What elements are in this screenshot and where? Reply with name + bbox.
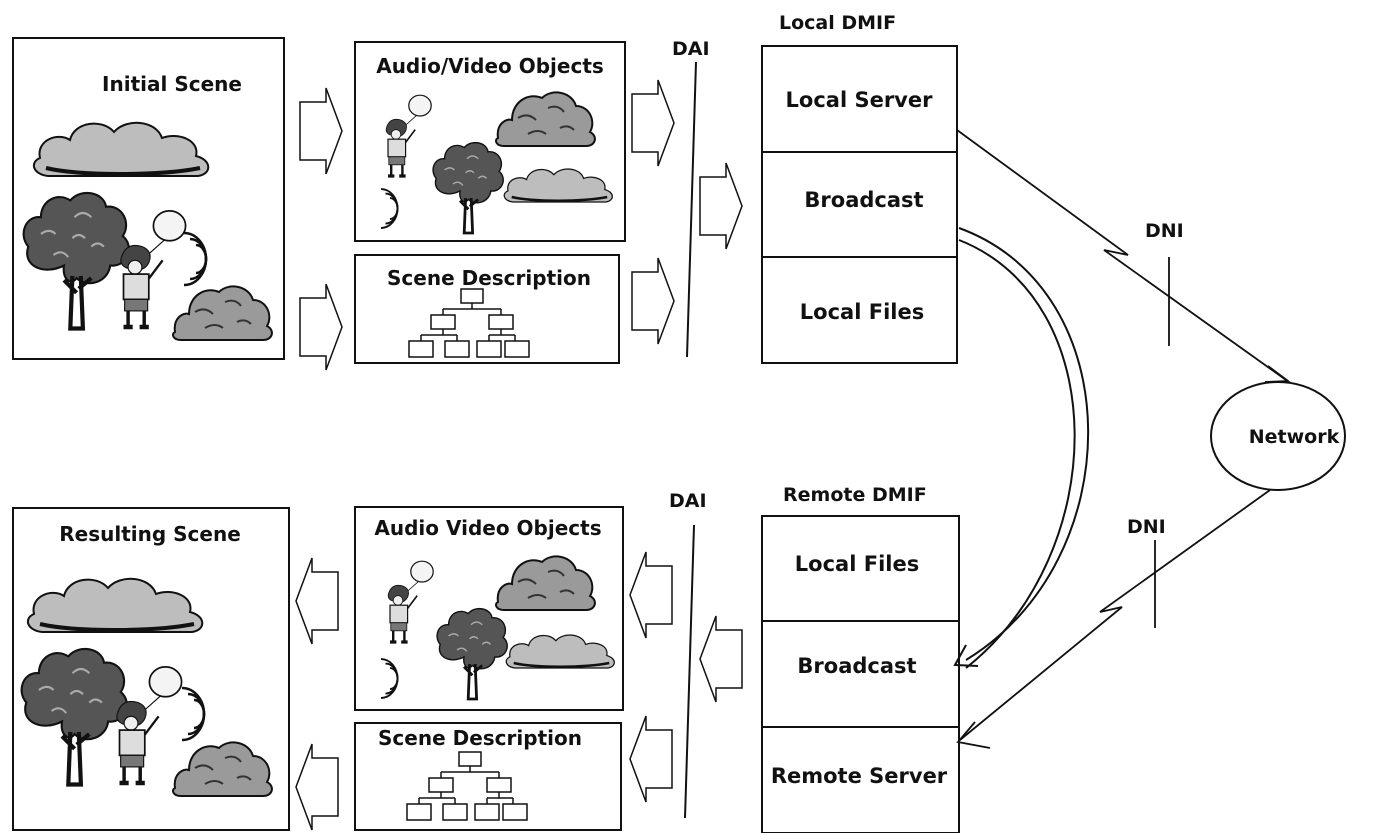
network-link-upper [956, 129, 1287, 381]
dni-label-lower: DNI [1127, 516, 1166, 538]
av-objects-title: Audio/Video Objects [376, 54, 604, 78]
broadcast-link [958, 227, 1090, 661]
scene-description-title: Scene Description [378, 726, 582, 750]
arrow-left [295, 557, 339, 645]
arrow-right [631, 79, 675, 167]
arrow-right [299, 283, 343, 371]
remote-dmif-row-broadcast: Broadcast [797, 654, 917, 678]
scene-description-title: Scene Description [387, 266, 591, 290]
arrow-right [699, 162, 743, 250]
network-label: Network [1248, 426, 1340, 448]
remote-dmif-box [761, 515, 960, 833]
arrow-left [629, 715, 673, 803]
dai-line [684, 524, 695, 819]
network-node [1210, 381, 1346, 491]
initial-scene-title: Initial Scene [102, 72, 242, 96]
arrow-right [299, 87, 343, 175]
dni-label-upper: DNI [1145, 220, 1184, 242]
local-dmif-row-local-server: Local Server [785, 88, 933, 112]
local-dmif-row-local-files: Local Files [799, 300, 925, 324]
arrow-right [631, 257, 675, 345]
dai-line [686, 61, 697, 358]
dai-label: DAI [669, 490, 707, 512]
dai-label: DAI [672, 38, 710, 60]
network-link-lower [959, 489, 1271, 741]
arrow-left [699, 615, 743, 703]
remote-dmif-row-local-files: Local Files [794, 552, 920, 576]
remote-dmif-row-remote-server: Remote Server [770, 764, 948, 788]
arrow-left [629, 551, 673, 639]
local-dmif-title: Local DMIF [779, 12, 897, 34]
resulting-scene-title: Resulting Scene [59, 522, 241, 546]
arrow-left [295, 743, 339, 831]
local-dmif-row-broadcast: Broadcast [804, 188, 924, 212]
local-dmif-box [761, 45, 958, 364]
remote-dmif-title: Remote DMIF [783, 484, 927, 506]
av-objects-title: Audio Video Objects [374, 516, 602, 540]
